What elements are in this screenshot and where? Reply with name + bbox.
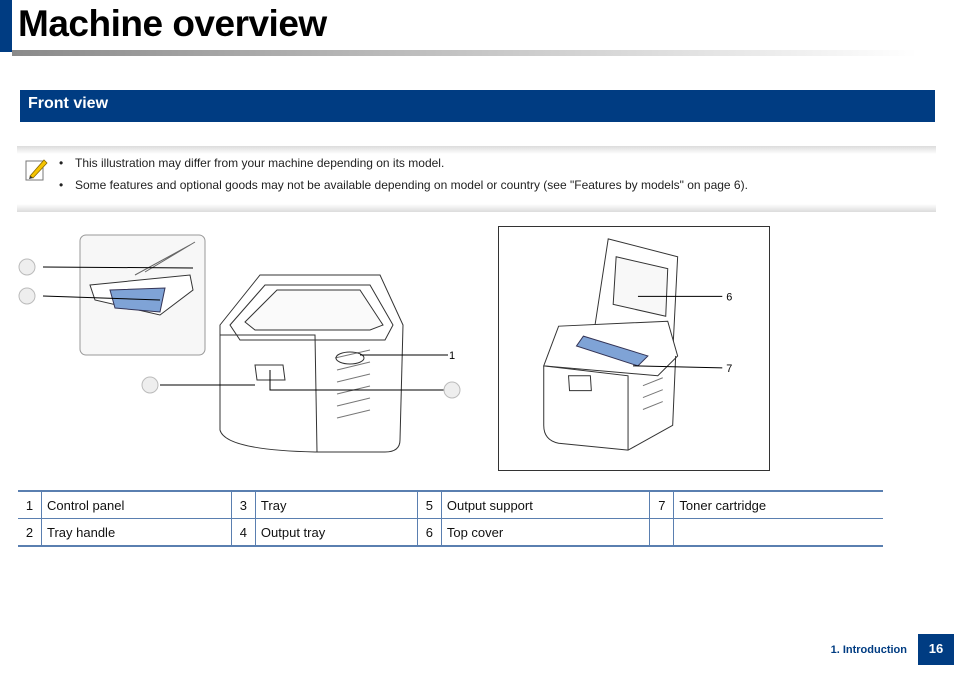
part-label: Output tray xyxy=(254,518,418,546)
parts-table: 1 Control panel 3 Tray 5 Output support … xyxy=(18,490,883,547)
chapter-label: 1. Introduction xyxy=(830,644,907,656)
printer-front-illustration: 1 xyxy=(18,234,461,453)
page-title: Machine overview xyxy=(18,3,327,44)
table-row: 2 Tray handle 4 Output tray 6 Top cover xyxy=(18,518,883,546)
part-label: Tray xyxy=(254,490,418,519)
title-rule xyxy=(12,50,917,56)
note-pencil-icon xyxy=(25,159,48,181)
part-label: Top cover xyxy=(440,518,650,546)
part-number: 3 xyxy=(230,490,256,519)
table-row: 1 Control panel 3 Tray 5 Output support … xyxy=(18,490,883,519)
note-box: This illustration may differ from your m… xyxy=(17,146,936,212)
part-label: Toner cartridge xyxy=(673,490,883,519)
callout-label: 7 xyxy=(726,363,732,375)
part-number: 5 xyxy=(416,490,442,519)
title-accent-bar xyxy=(0,0,12,52)
note-item: This illustration may differ from your m… xyxy=(57,156,748,178)
part-number: 4 xyxy=(230,518,256,546)
part-number xyxy=(649,518,674,546)
part-label: Control panel xyxy=(41,490,232,519)
printer-open-illustration: 6 7 xyxy=(498,226,770,471)
part-label: Output support xyxy=(440,490,650,519)
callout-label: 1 xyxy=(449,350,455,362)
note-item: Some features and optional goods may not… xyxy=(57,178,748,200)
section-title: Front view xyxy=(28,95,109,112)
part-label: Tray handle xyxy=(41,518,232,546)
part-number: 1 xyxy=(18,490,42,519)
page-number-box: 16 xyxy=(918,634,954,665)
note-list: This illustration may differ from your m… xyxy=(57,156,748,200)
section-header: Front view xyxy=(20,90,935,122)
part-number: 7 xyxy=(649,490,674,519)
part-number: 2 xyxy=(18,518,42,546)
part-label xyxy=(673,518,883,546)
callout-label: 6 xyxy=(726,291,732,303)
part-number: 6 xyxy=(416,518,442,546)
page-number: 16 xyxy=(928,641,944,656)
